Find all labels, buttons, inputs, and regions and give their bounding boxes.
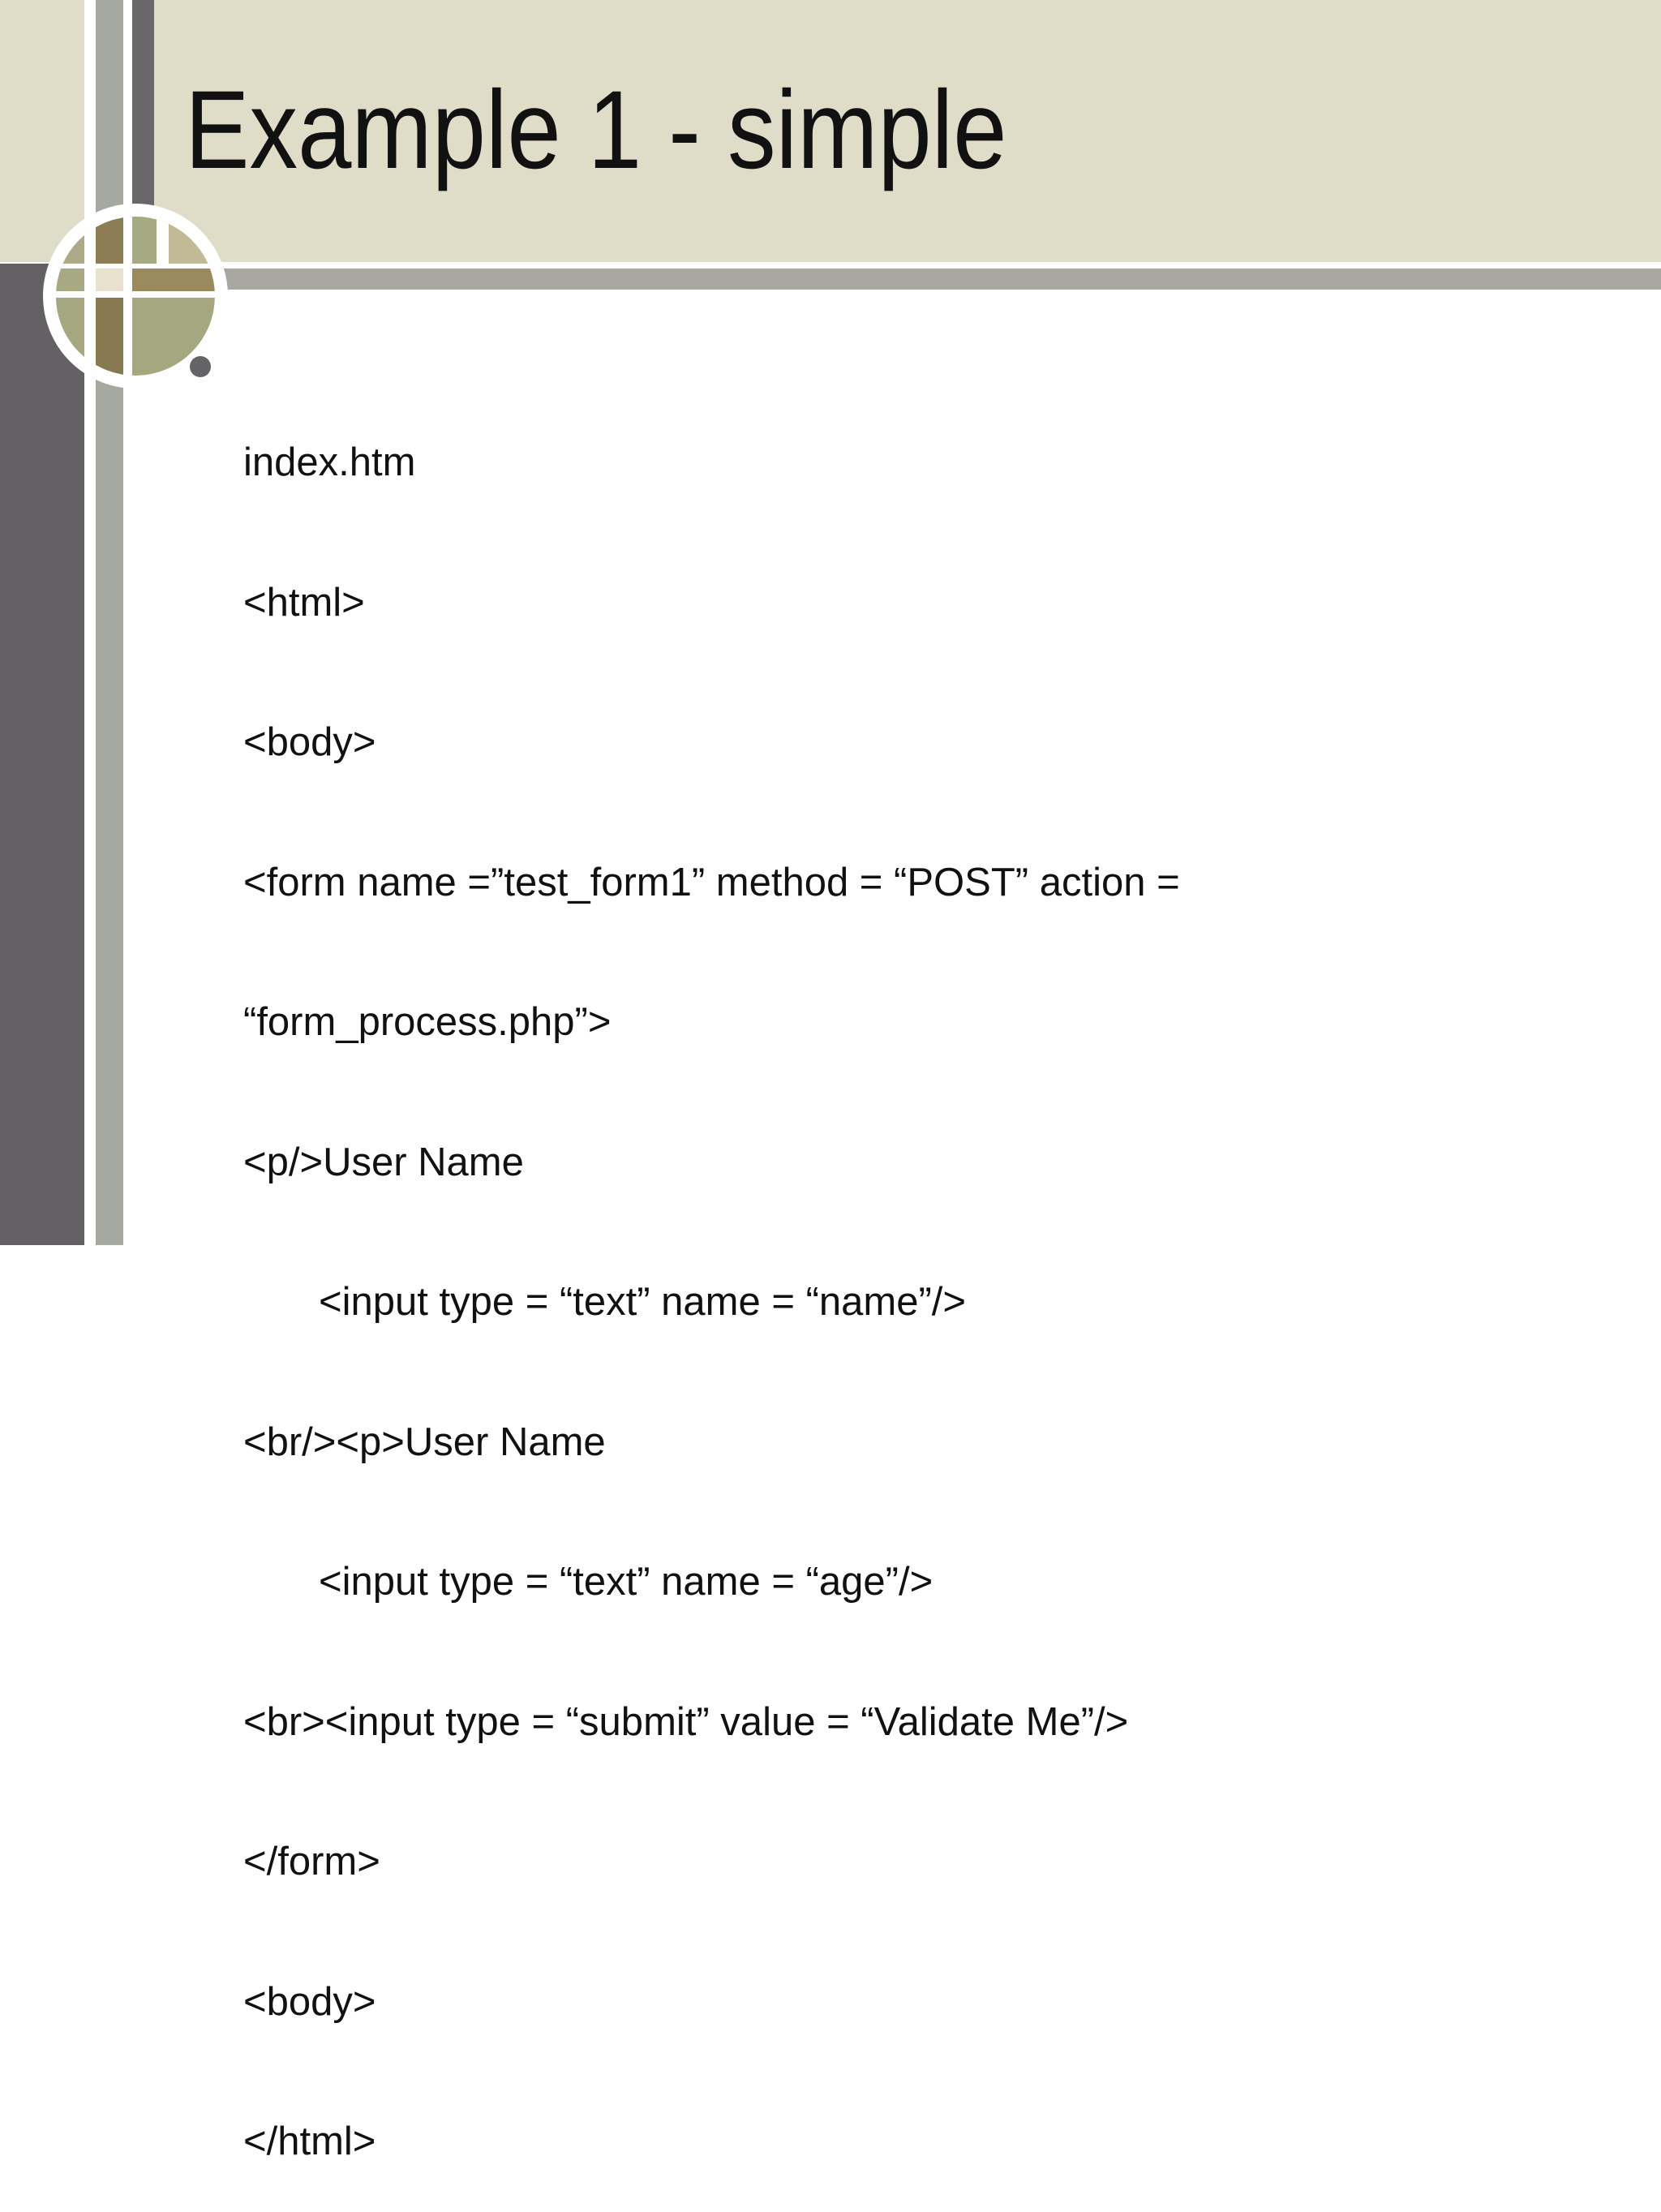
code-line: <input type = “text” name = “age”/> [319, 1560, 934, 1604]
code-line: </form> [243, 1840, 380, 1883]
left-side-panel [0, 264, 84, 1245]
code-line: <br/><p>User Name [243, 1420, 606, 1464]
code-line: <input type = “text” name = “name”/> [319, 1280, 967, 1324]
header-divider-line [84, 262, 1661, 268]
code-line: <p/>User Name [243, 1140, 524, 1184]
vertical-stripe-light-gray [96, 0, 123, 1245]
slide: { "slide": { "title": "Example 1 - simpl… [0, 0, 1661, 2163]
vertical-stripe-white-1 [84, 0, 96, 1245]
code-line: <html> [243, 580, 365, 625]
horizontal-accent-bar [84, 268, 1661, 290]
header-band [0, 0, 1661, 262]
code-line: </html> [243, 2120, 376, 2163]
code-block: index.htm <html> <body> <form name =”tes… [243, 346, 1557, 2212]
code-line: index.htm [243, 440, 416, 484]
ornament-circle-icon [43, 204, 228, 389]
code-line: <form name =”test_form1” method = “POST”… [243, 860, 1180, 904]
code-line: <br><input type = “submit” value = “Vali… [243, 1699, 1129, 1744]
slide-title: Example 1 - simple [185, 68, 1007, 192]
vertical-stripe-white-2 [123, 0, 132, 296]
code-line: <body> [243, 1979, 376, 2024]
code-line: “form_process.php”> [243, 1000, 612, 1044]
code-line: <body> [243, 720, 376, 764]
bullet-dot-icon [190, 356, 211, 377]
